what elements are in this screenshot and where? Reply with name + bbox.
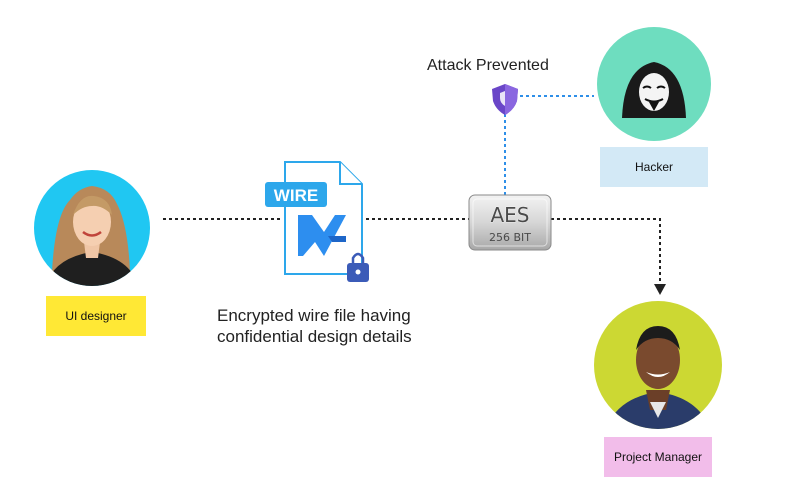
aes-subtitle: 256 BIT — [489, 231, 531, 244]
wire-badge — [265, 182, 327, 207]
attack-prevented-label: Attack Prevented — [427, 57, 549, 74]
lock-icon — [347, 252, 369, 282]
designer-label: UI designer — [46, 296, 146, 336]
wire-badge-text: WIRE — [274, 186, 318, 205]
arrowhead-icon — [654, 284, 666, 295]
connector-aes-manager — [551, 218, 661, 287]
hacker-label: Hacker — [600, 147, 708, 187]
shield-icon — [492, 84, 518, 115]
aes-chip — [468, 194, 552, 251]
manager-avatar — [594, 301, 722, 429]
wire-file-icon — [265, 161, 363, 275]
hacker-avatar — [597, 27, 711, 141]
manager-label: Project Manager — [604, 437, 712, 477]
file-caption: Encrypted wire file having confidential … — [217, 306, 412, 346]
aes-title: AES — [490, 203, 529, 227]
designer-avatar — [34, 170, 150, 286]
hacker-mask-icon — [622, 62, 686, 118]
